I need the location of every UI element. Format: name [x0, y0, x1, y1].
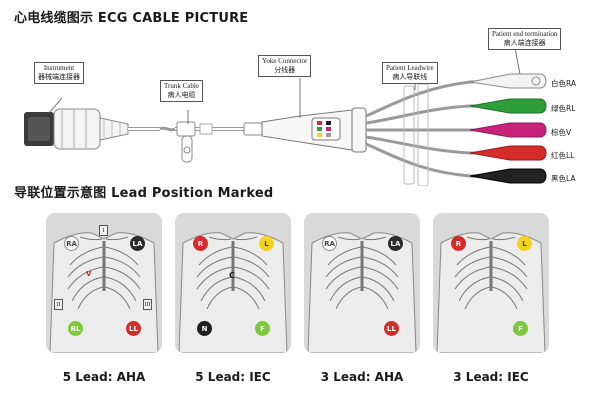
instrument-label-en: Instrument	[43, 64, 75, 72]
electrode-r: R	[451, 236, 466, 251]
electrode-n: N	[197, 321, 212, 336]
termination-label-en: Patient end termination	[492, 30, 558, 38]
caption-5-lead-iec: 5 Lead: IEC	[195, 370, 271, 384]
torso-figure	[307, 232, 417, 353]
leadwire-callout: Patient Leadwire 病人导联线	[382, 62, 438, 84]
electrode-l: L	[517, 236, 532, 251]
electrode-ra: RA	[64, 236, 79, 251]
lead-tag-rl: 绿色RL	[551, 104, 576, 113]
electrode-la: LA	[388, 236, 403, 251]
chest-mark-v: V	[86, 270, 92, 278]
torso-panel-5-lead-iec: R L N F C	[175, 213, 291, 353]
torso-figure	[436, 232, 546, 353]
caption-3-lead-aha: 3 Lead: AHA	[320, 370, 404, 384]
cable-picture-heading: 心电线缆图示 ECG CABLE PICTURE	[14, 11, 249, 26]
trunk-label-cn: 病人电缆	[167, 91, 196, 99]
electrode-f: F	[255, 321, 270, 336]
electrode-r: R	[193, 236, 208, 251]
termination-label-cn: 病人端连接器	[503, 39, 546, 47]
electrode-la: LA	[130, 236, 145, 251]
instrument-label-cn: 器械端连接器	[38, 73, 80, 81]
ecg-cable-illustration	[24, 47, 547, 186]
termination-callout: Patient end termination 病人端连接器	[488, 28, 562, 50]
lead-tag-ll: 红色LL	[551, 151, 575, 160]
torso-panel-5-lead-aha: I II III RA LA RL LL V	[46, 213, 162, 353]
leadwire-label-en: Patient Leadwire	[386, 64, 434, 72]
trunk-cable	[128, 121, 263, 163]
torso-panel-3-lead-aha: RA LA LL	[304, 213, 420, 353]
lead-position-heading: 导联位置示意图 Lead Position Marked	[14, 186, 274, 201]
yoke-label-en: Yoke Connector	[262, 57, 308, 65]
leadwire-label-cn: 病人导联线	[392, 73, 428, 81]
electrode-f: F	[513, 321, 528, 336]
caption-5-lead-aha: 5 Lead: AHA	[62, 370, 146, 384]
electrode-rl: RL	[68, 321, 83, 336]
electrode-ll: LL	[126, 321, 141, 336]
yoke-connector	[261, 107, 367, 153]
lead-tag-ra: 白色RA	[551, 79, 577, 88]
chest-mark-c: C	[229, 271, 235, 280]
caption-3-lead-iec: 3 Lead: IEC	[453, 370, 529, 384]
trunk-label-en: Trunk Cable	[164, 82, 199, 90]
electrode-clips	[469, 73, 547, 184]
instrument-connector	[24, 108, 129, 150]
torso-panel-3-lead-iec: R L F	[433, 213, 549, 353]
electrode-ll: LL	[384, 321, 399, 336]
electrode-l: L	[259, 236, 274, 251]
trunk-callout: Trunk Cable 病人电缆	[160, 80, 203, 102]
yoke-callout: Yoke Connector 分线器	[258, 55, 312, 77]
electrode-ra: RA	[322, 236, 337, 251]
yoke-label-cn: 分线器	[274, 66, 296, 74]
lead-box-i: I	[99, 225, 108, 236]
lead-tag-la: 黑色LA	[551, 174, 576, 183]
instrument-callout: Instrument 器械端连接器	[34, 62, 84, 84]
torso-figure	[178, 232, 288, 353]
lead-box-iii: III	[143, 299, 152, 310]
lead-tag-v: 棕色V	[551, 128, 572, 137]
lead-box-ii: II	[54, 299, 63, 310]
